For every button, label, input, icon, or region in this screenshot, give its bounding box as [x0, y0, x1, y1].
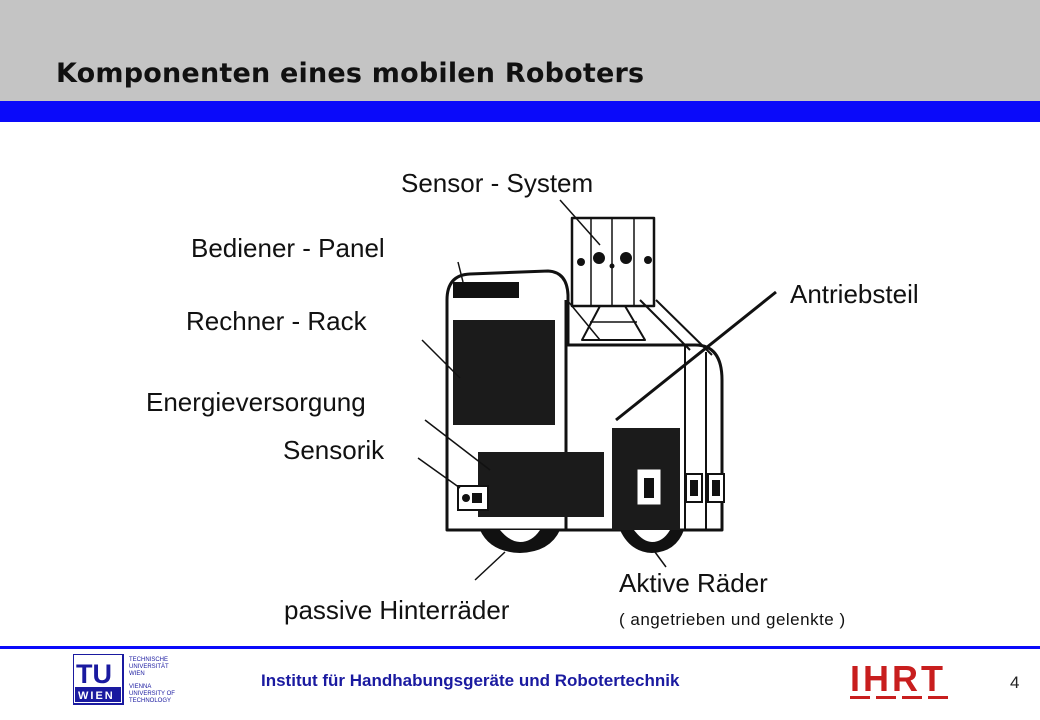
label-sensor-system: Sensor - System — [401, 168, 594, 198]
header-accent-bar — [0, 101, 1040, 122]
ihrt-logo: IHRT — [850, 658, 948, 699]
slide-header — [0, 0, 1040, 101]
label-bediener-panel: Bediener - Panel — [191, 233, 385, 263]
tu-mark-bottom: WIEN — [78, 690, 115, 702]
tu-mark-top: TU — [76, 659, 112, 689]
label-aktive-raeder-note: ( angetrieben und gelenkte ) — [619, 610, 846, 629]
page-number: 4 — [1010, 673, 1020, 692]
label-rechner-rack: Rechner - Rack — [186, 306, 367, 336]
tu-en-line-2: UNIVERSITY OF — [129, 691, 175, 697]
tu-de-line-3: WIEN — [129, 671, 145, 677]
label-aktive-raeder: Aktive Räder — [619, 568, 768, 598]
footer-divider — [0, 646, 1040, 649]
label-sensorik: Sensorik — [283, 435, 385, 465]
tu-de-line-1: TECHNISCHE — [129, 657, 168, 663]
tu-en-line-3: TECHNOLOGY — [129, 698, 171, 704]
tu-wien-logo: TU WIEN TECHNISCHE UNIVERSITÄT WIEN VIEN… — [73, 654, 175, 705]
ihrt-logo-text: IHRT — [850, 658, 946, 699]
tu-en-line-1: VIENNA — [129, 684, 151, 690]
label-passive-hinterraeder: passive Hinterräder — [284, 595, 510, 625]
footer-institute: Institut für Handhabungsgeräte und Robot… — [261, 671, 680, 690]
tu-de-line-2: UNIVERSITÄT — [129, 663, 169, 670]
label-antriebsteil: Antriebsteil — [790, 279, 919, 309]
slide-title: Komponenten eines mobilen Roboters — [56, 58, 645, 89]
label-energieversorgung: Energieversorgung — [146, 387, 366, 417]
